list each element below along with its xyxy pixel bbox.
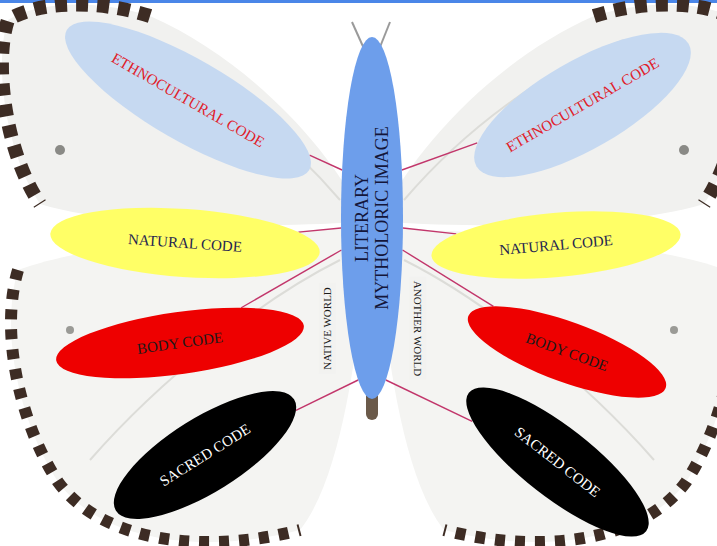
world-label: ANOTHER WORLD [410,276,427,379]
code-label: LITERARY MYTHOLORIC IMAGE [352,123,392,313]
wing-spot [66,326,74,334]
world-label: NATIVE WORLD [317,283,334,374]
world-label: NATIVE WORLD [319,283,336,374]
connector-line [299,228,342,232]
wing-spot [679,145,689,155]
connector-line [296,380,358,410]
ellipse-fill [341,37,403,399]
ellipse-fill [429,202,684,288]
forewing [384,4,717,225]
ellipse-fill [454,6,710,205]
ellipse-fill [48,200,322,287]
connector-line [310,155,343,170]
body-code-ellipse: BODY CODE [52,295,308,391]
ellipse-fill [46,0,329,206]
vertical-text-wrap: LITERARY MYTHOLORIC IMAGE [352,123,392,313]
wing-spot [670,326,678,334]
connector-line [403,228,456,234]
ellipse-fill [96,368,313,542]
ellipse-fill [52,295,308,391]
world-label: ANOTHER WORLD [412,276,429,379]
connector-line [402,143,477,170]
wing-spot [55,145,65,155]
sacred-code-ellipse: SACRED CODE [96,368,313,542]
right-wings [382,4,717,542]
central-image-ellipse: LITERARY MYTHOLORIC IMAGE [341,37,403,399]
ethnocultural-code-ellipse: ETHNOCULTURAL CODE [454,6,710,205]
natural-code-ellipse: NATURAL CODE [429,202,684,288]
natural-code-ellipse: NATURAL CODE [48,200,322,287]
connector-line [386,380,472,421]
ethnocultural-code-ellipse: ETHNOCULTURAL CODE [46,0,329,206]
ellipse-fill [447,365,667,546]
